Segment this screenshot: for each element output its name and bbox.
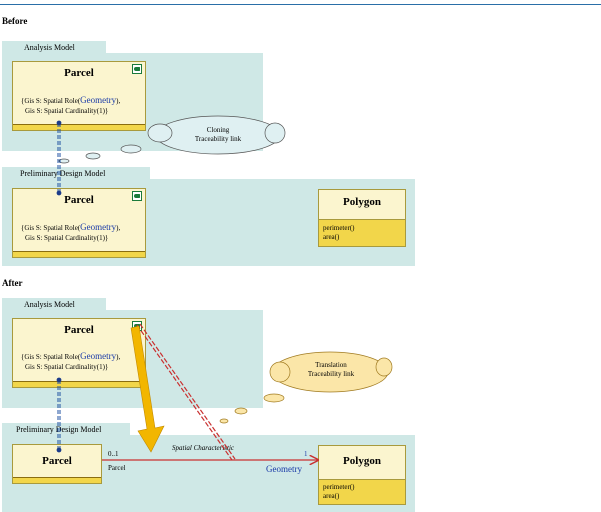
translation-cloud (219, 351, 393, 424)
class-parcel-analysis[interactable]: Parcel {Gis S: Spatial Role(Geometry), G… (12, 61, 146, 131)
class-parcel-analysis[interactable]: Parcel {Gis S: Spatial Role(Geometry), G… (12, 318, 146, 388)
class-attribute: {Gis S: Spatial Role(Geometry), (21, 351, 121, 361)
class-operations-compartment (13, 124, 145, 130)
association-name: Spatial Characteristic (172, 444, 235, 452)
class-operations-compartment (13, 251, 145, 257)
cloud-cloning-label: Cloning Traceability link (194, 126, 242, 143)
class-attribute: Gis S: Spatial Cardinality(1)} (25, 234, 109, 242)
transformation-arrow (130, 325, 165, 453)
class-name: Parcel (64, 324, 94, 336)
operation: area() (323, 233, 340, 241)
class-name: Polygon (343, 196, 381, 208)
class-name: Parcel (42, 455, 72, 467)
class-polygon-before[interactable]: Polygon perimeter() area() (318, 189, 406, 247)
association-target-multiplicity: 1 (304, 450, 308, 458)
before-label: Before (2, 16, 28, 26)
package-tab-design[interactable]: Preliminary Design Model (2, 423, 130, 436)
class-operations-compartment (13, 381, 145, 387)
class-attribute: {Gis S: Spatial Role(Geometry), (21, 222, 121, 232)
association-target-role: Geometry (266, 464, 302, 474)
operation: area() (323, 492, 340, 500)
class-name: Parcel (64, 194, 94, 206)
package-tab-design[interactable]: Preliminary Design Model (2, 167, 150, 180)
operation: perimeter() (323, 483, 355, 491)
class-name: Parcel (64, 67, 94, 79)
translation-traceability-link[interactable] (136, 323, 236, 461)
class-polygon-after[interactable]: Polygon perimeter() area() (318, 445, 406, 505)
class-operations-compartment: perimeter() area() (319, 479, 405, 504)
package-tab-analysis[interactable]: Analysis Model (2, 41, 106, 54)
class-operations-compartment: perimeter() area() (319, 219, 405, 246)
cloud-translation-label: Translation Traceability link (307, 361, 355, 378)
operation: perimeter() (323, 224, 355, 232)
association-source-role: Parcel (108, 464, 126, 472)
class-attribute: {Gis S: Spatial Role(Geometry), (21, 95, 121, 105)
class-attribute: Gis S: Spatial Cardinality(1)} (25, 107, 109, 115)
class-operations-compartment (13, 477, 101, 483)
top-rule (0, 4, 601, 5)
package-tab-analysis[interactable]: Analysis Model (2, 298, 106, 311)
after-label: After (2, 278, 23, 288)
class-attribute: Gis S: Spatial Cardinality(1)} (25, 363, 109, 371)
cloning-traceability-link[interactable] (56, 120, 62, 196)
design-traceability-link[interactable] (56, 377, 62, 453)
gis-stereotype-icon (132, 191, 142, 201)
association-source-multiplicity: 0..1 (108, 450, 119, 458)
gis-stereotype-icon (132, 64, 142, 74)
class-parcel-design[interactable]: Parcel {Gis S: Spatial Role(Geometry), G… (12, 188, 146, 258)
class-name: Polygon (343, 455, 381, 467)
